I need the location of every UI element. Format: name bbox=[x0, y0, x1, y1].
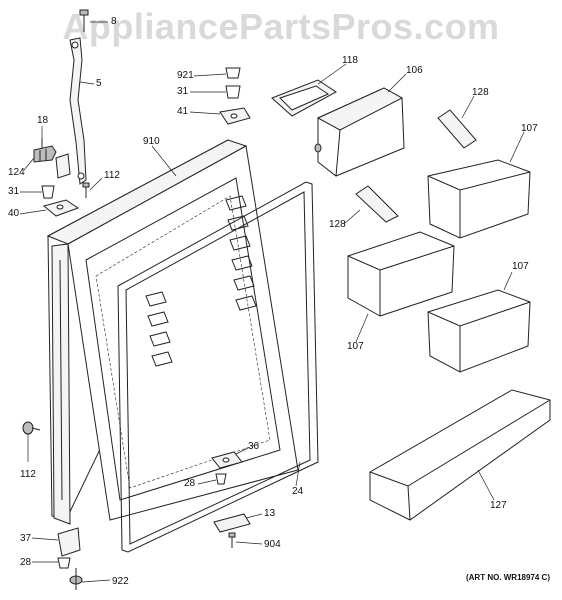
screw-8 bbox=[79, 9, 89, 32]
callout-112-upper: 112 bbox=[104, 170, 120, 181]
dairy-door-118 bbox=[271, 79, 337, 117]
callout-107-right: 107 bbox=[512, 261, 529, 272]
callout-28-center: 28 bbox=[184, 478, 196, 489]
door-shelf-127 bbox=[369, 389, 551, 521]
leader-lines bbox=[19, 21, 525, 583]
screw-112b bbox=[22, 421, 41, 435]
callout-31-top: 31 bbox=[177, 86, 189, 97]
callout-910: 910 bbox=[143, 136, 160, 147]
callout-18: 18 bbox=[37, 115, 49, 126]
hinge-cover-40 bbox=[42, 199, 80, 217]
callout-36: 36 bbox=[248, 441, 260, 452]
bracket-13 bbox=[213, 513, 251, 533]
callout-112-lower: 112 bbox=[20, 469, 36, 480]
callout-40: 40 bbox=[8, 208, 20, 219]
callout-904: 904 bbox=[264, 539, 281, 550]
cap-28a bbox=[215, 473, 227, 485]
pin-922 bbox=[69, 568, 83, 590]
bushing-124 bbox=[33, 145, 57, 163]
callout-8: 8 bbox=[111, 16, 117, 27]
dairy-bin-106 bbox=[314, 87, 405, 177]
callout-13: 13 bbox=[264, 508, 276, 519]
callout-127: 127 bbox=[490, 500, 507, 511]
hinge-bracket-124b bbox=[55, 153, 71, 179]
callout-128-lower: 128 bbox=[329, 219, 346, 230]
cap-31b bbox=[225, 85, 241, 99]
door-bin-107a bbox=[427, 159, 531, 239]
hinge-cover-41 bbox=[219, 107, 251, 125]
callout-128-upper: 128 bbox=[472, 87, 489, 98]
callout-107-left: 107 bbox=[347, 341, 364, 352]
bin-end-cap-128b bbox=[355, 185, 399, 223]
art-number: (ART NO. WR18974 C) bbox=[465, 573, 550, 582]
callout-41: 41 bbox=[177, 106, 189, 117]
fresh-food-door-910 bbox=[46, 139, 299, 525]
cap-31a bbox=[41, 185, 55, 199]
stop-36 bbox=[211, 451, 243, 469]
callout-5: 5 bbox=[96, 78, 102, 89]
screw-904 bbox=[228, 532, 236, 548]
door-bin-107b bbox=[347, 231, 455, 317]
door-hinge-5 bbox=[69, 37, 87, 185]
hinge-37 bbox=[57, 527, 81, 557]
callout-28-left: 28 bbox=[20, 557, 32, 568]
plug-921 bbox=[225, 67, 241, 79]
callout-922: 922 bbox=[112, 576, 129, 587]
door-shelf-rails bbox=[145, 195, 257, 367]
callout-118: 118 bbox=[342, 55, 358, 66]
callout-37: 37 bbox=[20, 533, 32, 544]
bin-end-cap-128a bbox=[437, 109, 477, 149]
door-gasket-24 bbox=[117, 181, 319, 553]
screw-112a bbox=[82, 182, 90, 198]
callout-106: 106 bbox=[406, 65, 423, 76]
callout-24: 24 bbox=[292, 486, 304, 497]
cap-28b bbox=[57, 557, 71, 569]
callout-921: 921 bbox=[177, 70, 194, 81]
callout-124: 124 bbox=[8, 167, 25, 178]
callout-107-upper: 107 bbox=[521, 123, 538, 134]
door-bin-107c bbox=[427, 289, 531, 373]
watermark-logo: AppliancePartsPros.com bbox=[62, 6, 500, 47]
callout-31-left: 31 bbox=[8, 186, 20, 197]
